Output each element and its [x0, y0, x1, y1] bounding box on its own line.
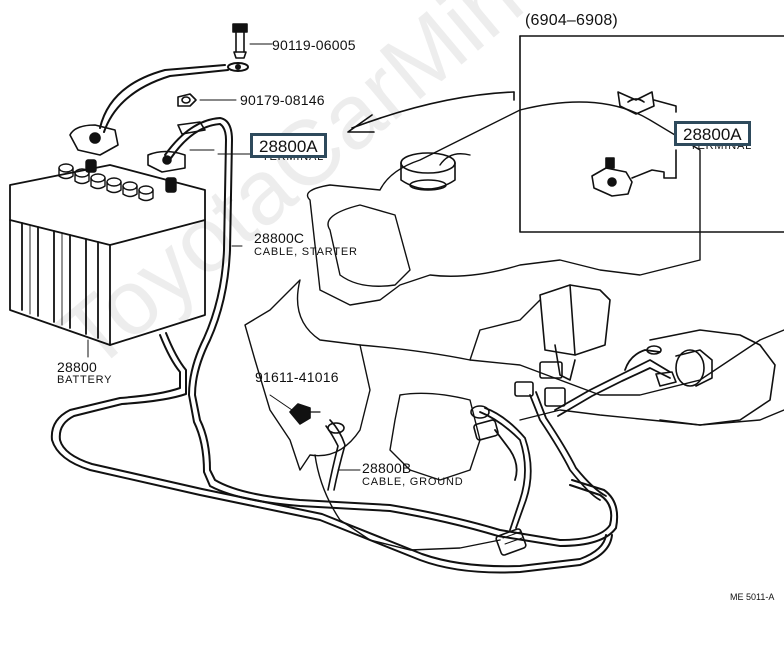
wiring-harness	[479, 349, 671, 531]
ground-cable	[50, 332, 613, 574]
battery-body	[9, 164, 206, 346]
harness-connectors	[470, 345, 677, 556]
battery-jumper-cable	[99, 62, 249, 133]
ground-cable-desc: CABLE, GROUND	[362, 476, 464, 488]
relay-module	[539, 284, 611, 381]
terminal-part-number: 28800A	[250, 133, 327, 158]
leader-lines	[87, 149, 361, 471]
bolt-part-number: 90119-06005	[272, 37, 356, 53]
inset-terminal-part-number: 28800A	[674, 121, 751, 146]
figure-code: ME 5011-A	[730, 592, 775, 602]
ground-cable-number: 28800B	[362, 460, 412, 476]
inset-frame	[519, 35, 784, 233]
engine-outline	[244, 101, 784, 551]
battery-number: 28800	[57, 359, 97, 375]
battery-desc: BATTERY	[57, 374, 113, 386]
starter-motor	[649, 329, 776, 426]
starter-cable-desc: CABLE, STARTER	[254, 246, 358, 258]
bolt-part	[232, 23, 273, 59]
starter-cable	[164, 117, 619, 547]
inset-range-label: (6904–6908)	[525, 12, 618, 29]
inset-terminal-clamp	[591, 149, 677, 197]
ground-bolt-number: 91611-41016	[255, 369, 339, 385]
oil-filler-cap	[400, 152, 456, 191]
inset-wing-nut	[617, 91, 677, 115]
battery-caps	[58, 159, 177, 202]
inset-arrow	[347, 91, 515, 133]
inset-terminal-desc: TERMINAL	[690, 140, 753, 152]
nut-part-number: 90179-08146	[240, 92, 325, 108]
nut-part	[177, 93, 237, 107]
ground-strap	[269, 394, 346, 491]
starter-cable-number: 28800C	[254, 230, 305, 246]
